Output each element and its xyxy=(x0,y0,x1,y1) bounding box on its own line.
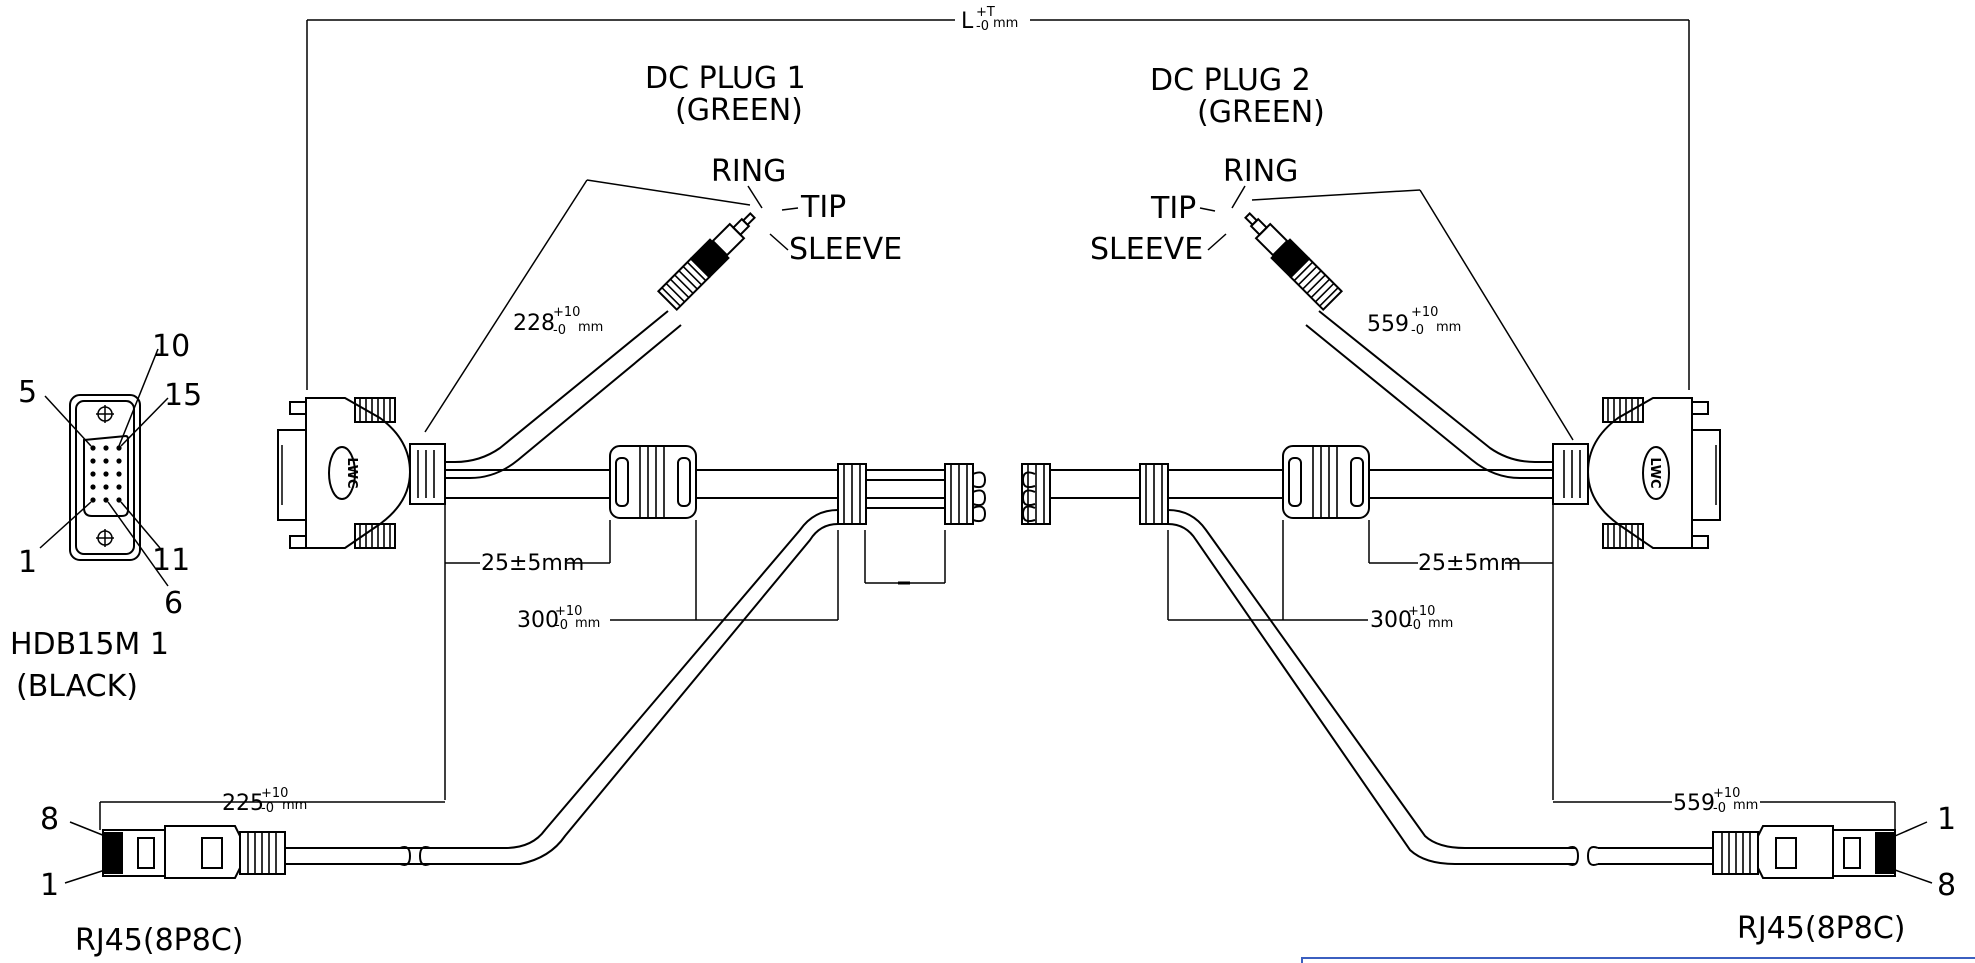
lwc-logo-left-text: LWC xyxy=(344,457,359,488)
dim-split-left-value: 300 xyxy=(517,608,559,633)
dim-rj-left-unit: mm xyxy=(282,798,307,813)
dc1-ring-label: RING xyxy=(711,154,786,189)
dc-plug-1-title: DC PLUG 1 xyxy=(645,61,806,96)
hdb-pin-10-label: 10 xyxy=(152,329,190,364)
drawing-frame-corner xyxy=(1301,957,1975,963)
rj-left-pin-1-label: 1 xyxy=(40,868,59,903)
dim-split-right-value: 300 xyxy=(1370,608,1412,633)
boot-dimension-left: 25±5mm xyxy=(444,505,611,800)
hdb15-connector-right xyxy=(1552,397,1721,549)
hdb-pin-6-label: 6 xyxy=(164,586,183,621)
dim-dc1-unit: mm xyxy=(578,320,603,335)
rj45-left-label: RJ45(8P8C) xyxy=(75,923,244,958)
dim-rj-left-tol-lower: -0 xyxy=(261,801,274,816)
dim-boot-right: 25±5mm xyxy=(1418,551,1521,576)
overall-length-label: L xyxy=(961,9,974,34)
dim-dc2-tol-lower: -0 xyxy=(1411,323,1424,338)
dim-dc1-tol-lower: -0 xyxy=(553,323,566,338)
dim-dc2-tol-upper: +10 xyxy=(1411,305,1438,320)
dim-split-left-unit: mm xyxy=(575,616,600,631)
dc-plug-1-color: (GREEN) xyxy=(675,93,803,128)
dim-split-right-unit: mm xyxy=(1428,616,1453,631)
rj-left-pin-8-label: 8 xyxy=(40,802,59,837)
dc-plug-2-title: DC PLUG 2 xyxy=(1150,63,1311,98)
hdb15-pins xyxy=(90,445,122,503)
dc-plug-2-color: (GREEN) xyxy=(1197,95,1325,130)
overall-length-tol-upper: +T xyxy=(976,5,995,20)
overall-length-dimension: L +T -0 mm xyxy=(306,5,1690,390)
split-dimension-right: 300 +10 -0 mm xyxy=(1167,520,1453,633)
dim-rj-right-value: 559 xyxy=(1673,791,1715,816)
main-cable-left xyxy=(400,445,987,865)
dim-rj-right-tol-upper: +10 xyxy=(1713,786,1740,801)
dim-rj-left-value: 225 xyxy=(222,791,264,816)
split-dimension-left: 300 +10 -0 mm xyxy=(517,520,839,633)
hdb15-face-view: 5 10 15 1 11 6 HDB15M 1 (BLACK) xyxy=(10,329,202,704)
rj45-right-label: RJ45(8P8C) xyxy=(1737,911,1906,946)
hdb-pin-11-label: 11 xyxy=(152,543,190,578)
dim-split-right-tol-lower: -0 xyxy=(1408,618,1421,633)
hdb-pin-15-label: 15 xyxy=(164,378,202,413)
lwc-logo-right-text: LWC xyxy=(1647,457,1662,488)
hdb-pin-5-label: 5 xyxy=(18,375,37,410)
dc2-ring-label: RING xyxy=(1223,154,1298,189)
dim-dc1-tol-upper: +10 xyxy=(553,305,580,320)
rj45-connector-left: 225 +10 -0 mm 8 1 RJ45(8P8C) xyxy=(40,786,445,958)
dim-rj-right-tol-lower: -0 xyxy=(1713,801,1726,816)
hdb15-connector-left: LWC xyxy=(277,397,446,549)
rj-right-pin-1-label: 1 xyxy=(1937,802,1956,837)
dim-dc1-value: 228 xyxy=(513,311,555,336)
dim-boot-left: 25±5mm xyxy=(481,551,584,576)
lwc-logo-left xyxy=(328,446,356,500)
dc-plug-2: RING TIP SLEEVE 559 +10 -0 mm xyxy=(1090,154,1574,479)
rj-right-pin-8-label: 8 xyxy=(1937,868,1956,903)
dim-rj-left-tol-upper: +10 xyxy=(261,786,288,801)
dim-split-left-tol-lower: -0 xyxy=(555,618,568,633)
overall-length-unit: mm xyxy=(993,16,1018,31)
dim-rj-right-unit: mm xyxy=(1733,798,1758,813)
dc2-sleeve-label: SLEEVE xyxy=(1090,232,1203,267)
dim-split-right-tol-upper: +10 xyxy=(1408,604,1435,619)
boot-dimension-right: 25±5mm xyxy=(1368,505,1554,800)
rj45-connector-right: 559 +10 -0 mm 1 8 RJ45(8P8C) xyxy=(1553,786,1956,946)
dim-dc2-unit: mm xyxy=(1436,320,1461,335)
dc1-sleeve-label: SLEEVE xyxy=(789,232,902,267)
hdb-name-label: HDB15M 1 xyxy=(10,627,169,662)
dim-dc2-value: 559 xyxy=(1367,312,1409,337)
dc2-tip-label: TIP xyxy=(1150,191,1196,226)
hdb-pin-1-label: 1 xyxy=(18,545,37,580)
hdb-color-label: (BLACK) xyxy=(16,669,138,704)
dim-split-left-tol-upper: +10 xyxy=(555,604,582,619)
main-cable-right xyxy=(1021,445,1575,865)
overall-length-tol-lower: -0 xyxy=(976,19,989,34)
dc-plug-1: RING TIP SLEEVE 228 +10 -0 mm xyxy=(424,154,902,479)
dc1-tip-label: TIP xyxy=(800,190,846,225)
